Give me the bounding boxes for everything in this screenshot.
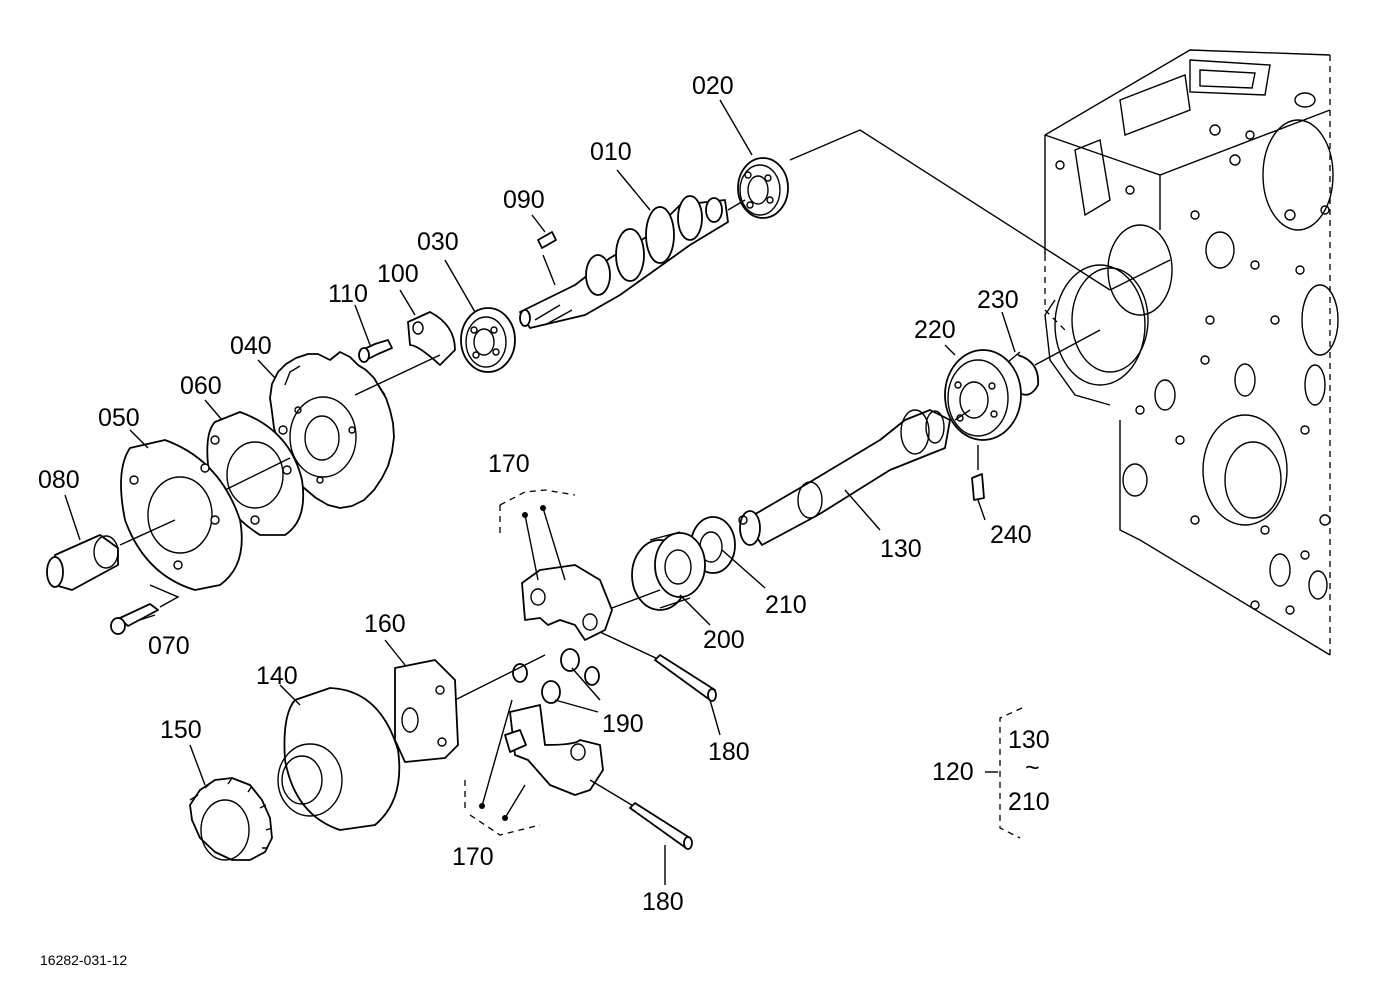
camshaft-010 — [519, 195, 746, 329]
label-170-top: 170 — [488, 450, 530, 478]
legend-to-label: 210 — [1008, 788, 1050, 816]
label-010: 010 — [590, 138, 632, 166]
label-070: 070 — [148, 632, 190, 660]
label-060: 060 — [180, 372, 222, 400]
key-090 — [537, 231, 557, 286]
label-100: 100 — [377, 260, 419, 288]
legend-from-label: 130 — [1008, 726, 1050, 754]
weight-holder-upper — [521, 564, 661, 661]
screw-240 — [971, 445, 985, 501]
label-110: 110 — [328, 280, 368, 308]
bearing-220 — [944, 349, 1022, 441]
label-050: 050 — [98, 404, 140, 432]
label-150: 150 — [160, 716, 202, 744]
pin-180-upper — [654, 654, 717, 702]
engine-block — [1044, 49, 1339, 660]
label-210: 210 — [765, 591, 807, 619]
pin-180-lower — [629, 802, 693, 850]
label-090: 090 — [503, 186, 545, 214]
shaft-130 — [738, 409, 971, 546]
camshaft-axis-line — [789, 129, 1111, 291]
legend-tilde: ~ — [1025, 754, 1040, 782]
label-170-bottom: 170 — [452, 843, 494, 871]
pins-190 — [512, 648, 601, 713]
retainer-plate-100 — [407, 311, 456, 366]
label-180-top: 180 — [708, 738, 750, 766]
weight-holder-lower — [504, 704, 641, 811]
leader-lines — [64, 99, 1016, 885]
label-180-bottom: 180 — [642, 888, 684, 916]
label-140: 140 — [256, 662, 298, 690]
group-legend: 120 130 ~ 210 — [932, 707, 1050, 839]
gear-150 — [189, 777, 273, 861]
part-labels: 010 020 030 040 050 060 070 080 090 100 … — [38, 72, 1032, 916]
bracket-170 — [464, 489, 576, 836]
bolt-110 — [358, 339, 393, 363]
label-040: 040 — [230, 332, 272, 360]
label-160: 160 — [364, 610, 406, 638]
sleeve-080 — [46, 534, 119, 591]
label-200: 200 — [703, 626, 745, 654]
label-230: 230 — [977, 286, 1019, 314]
label-030: 030 — [417, 228, 459, 256]
bolt-070 — [110, 584, 180, 635]
label-220: 220 — [914, 316, 956, 344]
legend-group-label: 120 — [932, 758, 974, 786]
label-080: 080 — [38, 466, 80, 494]
label-130: 130 — [880, 535, 922, 563]
sleeve-200 — [631, 531, 706, 611]
label-190: 190 — [602, 710, 644, 738]
weight-160 — [394, 654, 546, 763]
drawing-number: 16282-031-12 — [40, 952, 127, 968]
drum-140 — [277, 687, 401, 831]
bearing-030 — [460, 307, 516, 373]
bearing-020 — [737, 157, 789, 219]
shaft-axis-line — [1034, 329, 1101, 366]
label-240: 240 — [990, 521, 1032, 549]
cover-050 — [119, 439, 243, 591]
label-020: 020 — [692, 72, 734, 100]
